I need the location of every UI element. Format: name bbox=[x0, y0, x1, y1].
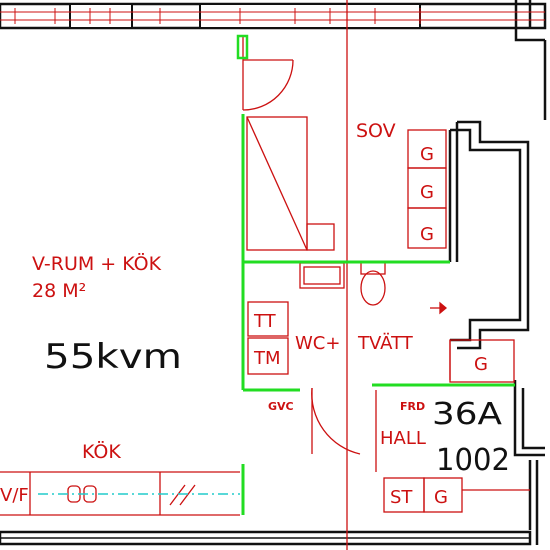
room-label-wc: WC+ bbox=[295, 333, 340, 354]
fixture-label-tt: TT bbox=[253, 311, 277, 332]
windows bbox=[0, 3, 545, 29]
wardrobe-label-g2: G bbox=[420, 182, 434, 203]
room-label-sov: SOV bbox=[356, 120, 396, 142]
room-label-vrum-line1: V-RUM + KÖK bbox=[32, 252, 162, 275]
wardrobe-label-g4: G bbox=[474, 354, 488, 375]
fixture-label-gvc: GVC bbox=[268, 400, 294, 413]
unit-number: 1002 bbox=[436, 443, 510, 478]
interior-lines bbox=[0, 0, 530, 550]
room-label-kok: KÖK bbox=[82, 440, 121, 463]
wardrobe-label-g5: G bbox=[434, 487, 448, 508]
unit-code: 36A bbox=[432, 397, 503, 432]
room-label-vrum-line2: 28 M² bbox=[32, 280, 86, 302]
fixture-label-frd: FRD bbox=[400, 400, 425, 413]
room-label-tvatt: TVÄTT bbox=[357, 333, 414, 354]
fixture-label-tm: TM bbox=[253, 348, 281, 369]
partitions bbox=[236, 34, 515, 515]
wardrobe-label-g3: G bbox=[420, 224, 434, 245]
fixture-label-st: ST bbox=[390, 487, 413, 508]
wardrobe-label-g1: G bbox=[420, 144, 434, 165]
fixture-label-vf: V/F bbox=[0, 485, 29, 506]
room-label-hall: HALL bbox=[380, 428, 426, 449]
area-note: 55kvm bbox=[44, 337, 182, 377]
